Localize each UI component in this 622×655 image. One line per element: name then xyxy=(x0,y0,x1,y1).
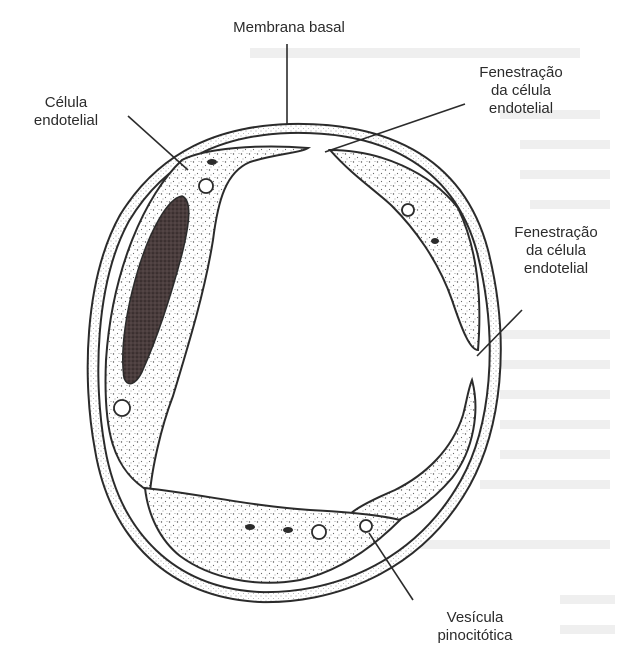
label-vesicula-pinocitotica: Vesícula pinocitótica xyxy=(420,609,530,645)
granule xyxy=(431,238,439,244)
vesicle xyxy=(199,179,213,193)
endothelial-cell-bottom xyxy=(145,488,400,583)
label-membrana-basal: Membrana basal xyxy=(230,19,348,37)
label-celula-endotelial: Célula endotelial xyxy=(26,94,106,130)
endothelial-cell-right-upper xyxy=(330,150,479,350)
vesicle xyxy=(402,204,414,216)
leader-celula-endotelial xyxy=(128,116,188,170)
label-fenestracao-right: Fenestração da célula endotelial xyxy=(496,224,616,278)
granule xyxy=(207,159,217,165)
vesicle xyxy=(114,400,130,416)
vesicle xyxy=(360,520,372,532)
label-fenestracao-top: Fenestração da célula endotelial xyxy=(462,64,580,118)
granule xyxy=(245,524,255,530)
granule xyxy=(283,527,293,533)
vesicle xyxy=(312,525,326,539)
endothelial-cell-right-lower xyxy=(344,380,476,535)
